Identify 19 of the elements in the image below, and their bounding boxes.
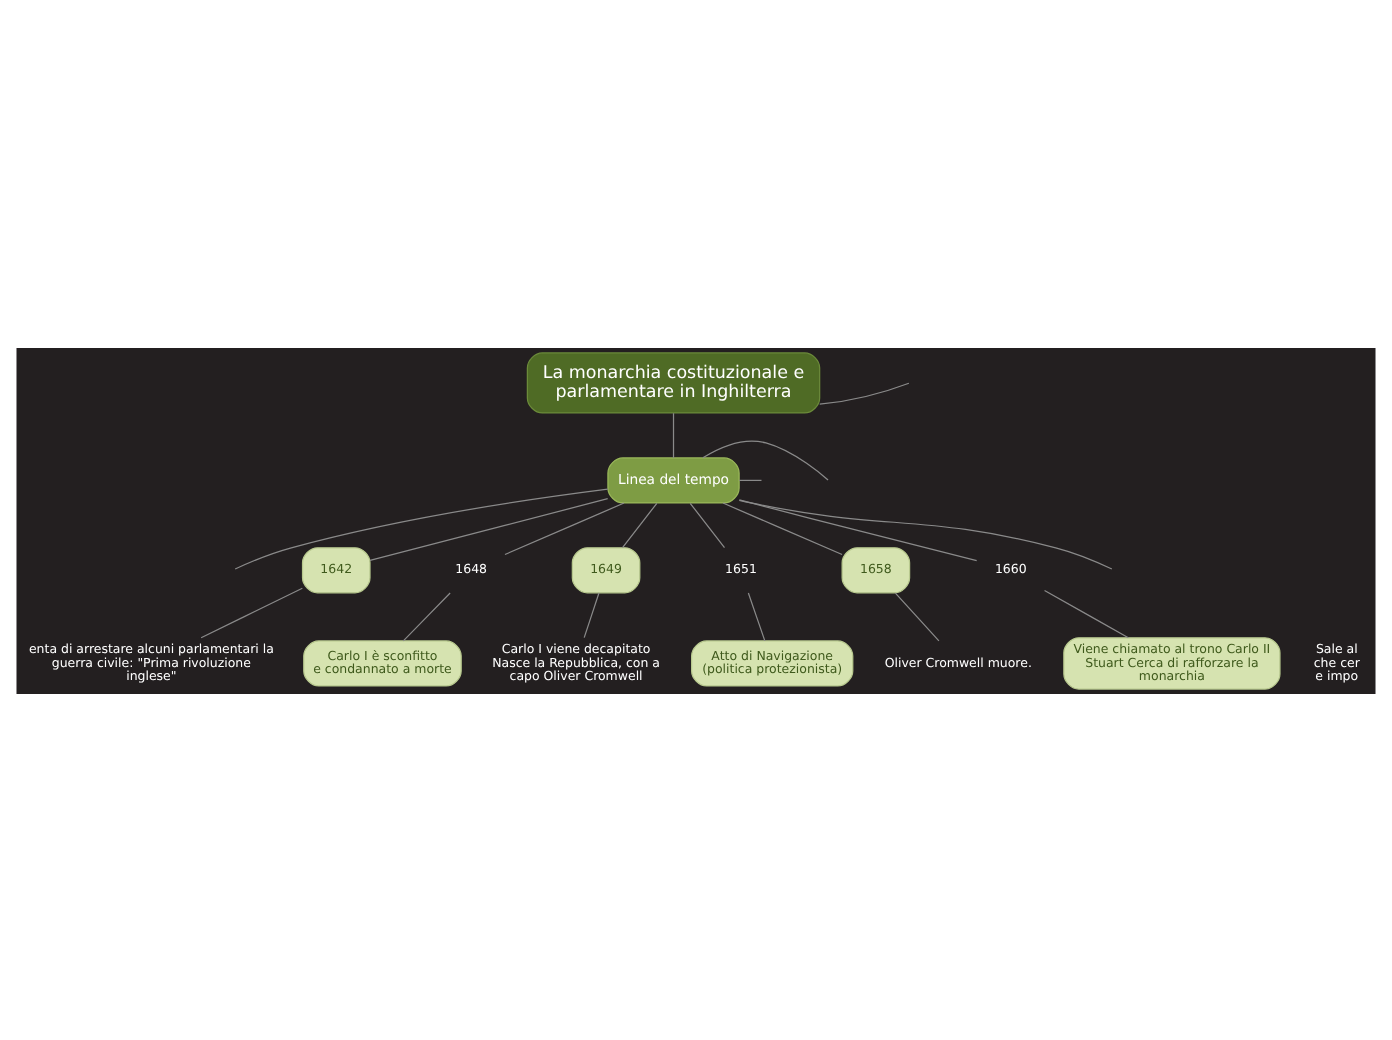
- connector: [234, 487, 609, 569]
- connector: [672, 411, 675, 458]
- connector: [689, 501, 726, 548]
- connector: [369, 497, 609, 560]
- connector: [738, 498, 1113, 569]
- connector: [200, 586, 303, 638]
- connector: [747, 591, 766, 641]
- connector: [621, 501, 658, 548]
- connector: [894, 591, 940, 641]
- connector: [402, 591, 451, 641]
- connector: [1043, 588, 1129, 638]
- connector: [819, 381, 910, 404]
- node-box: La monarchia costituzionale e parlamentare in Inghilterra: [526, 351, 821, 413]
- connector: [583, 591, 600, 638]
- connector: [504, 501, 625, 555]
- connector: [722, 501, 843, 555]
- connector: [738, 478, 763, 481]
- connector: [738, 498, 978, 561]
- connector: [702, 439, 829, 480]
